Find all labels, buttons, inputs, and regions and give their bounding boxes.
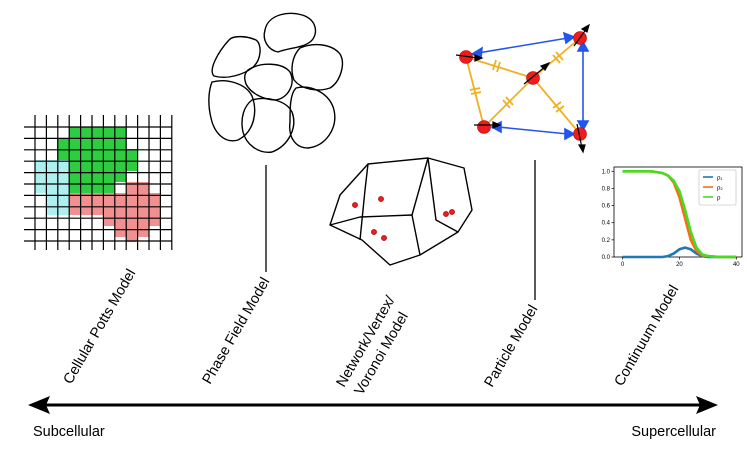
voronoi-network bbox=[329, 157, 473, 266]
y-tick-label: 0.8 bbox=[602, 186, 611, 192]
legend-label-rho1: ρ₁ bbox=[717, 176, 722, 182]
voronoi-edge bbox=[427, 157, 459, 233]
legend-label-rho2: ρ₂ bbox=[717, 186, 723, 192]
series-line-2 bbox=[622, 170, 737, 259]
chart-ticks: 0.0 0.2 0.4 0.6 0.8 1.0 0 20 40 bbox=[602, 169, 741, 268]
x-tick-label: 40 bbox=[733, 262, 740, 268]
cellular-potts-lattice bbox=[24, 115, 173, 250]
voronoi-seed-point bbox=[443, 211, 449, 217]
voronoi-edge bbox=[411, 157, 429, 216]
potts-grid-lines bbox=[24, 115, 173, 250]
chart-legend: ρ₁ ρ₂ ρ bbox=[698, 169, 737, 206]
y-tick-label: 0.6 bbox=[602, 204, 611, 210]
y-tick-label: 0.4 bbox=[602, 221, 611, 227]
chart-axes bbox=[613, 166, 743, 258]
x-tick-label: 0 bbox=[621, 262, 625, 268]
particle-model-label: Particle Model bbox=[482, 302, 542, 390]
voronoi-seed-point bbox=[352, 202, 358, 208]
y-tick-label: 1.0 bbox=[602, 169, 611, 175]
voronoi-edge bbox=[329, 214, 421, 256]
cellular-potts-label: Cellular Potts Model bbox=[61, 267, 140, 387]
chart-lines bbox=[622, 170, 737, 259]
arrow-head-right bbox=[696, 396, 718, 414]
voronoi-seed-point bbox=[449, 209, 455, 215]
particle bbox=[477, 120, 491, 134]
phase-cell bbox=[241, 97, 295, 153]
x-tick-label: 20 bbox=[676, 262, 683, 268]
particles bbox=[459, 31, 587, 141]
phase-field-label: Phase Field Model bbox=[200, 275, 274, 387]
continuum-chart: 0.0 0.2 0.4 0.6 0.8 1.0 0 20 40 ρ₁ ρ₂ ρ bbox=[602, 166, 743, 268]
particle-model bbox=[455, 23, 590, 154]
y-tick-label: 0.2 bbox=[602, 238, 611, 244]
polarity-arrows bbox=[455, 23, 590, 154]
continuum-model-label: Continuum Model bbox=[612, 283, 683, 389]
scale-arrow bbox=[28, 396, 718, 414]
voronoi-seed-point bbox=[381, 235, 387, 241]
legend-label-rho: ρ bbox=[717, 196, 721, 202]
voronoi-seeds bbox=[352, 196, 455, 241]
phase-cell bbox=[291, 43, 344, 91]
subcellular-label: Subcellular bbox=[33, 424, 105, 440]
voronoi-edge bbox=[359, 163, 369, 241]
phase-cell bbox=[263, 12, 317, 53]
phase-cell bbox=[208, 80, 256, 142]
y-tick-label: 0.0 bbox=[602, 255, 611, 261]
voronoi-seed-point bbox=[371, 229, 377, 235]
phase-field-cells bbox=[208, 12, 344, 153]
voronoi-seed-point bbox=[378, 196, 384, 202]
arrow-head-left bbox=[28, 396, 50, 414]
phase-cell bbox=[211, 35, 261, 78]
plot-frame bbox=[613, 166, 743, 258]
phase-cell bbox=[289, 86, 336, 149]
supercellular-label: Supercellular bbox=[631, 424, 716, 440]
series-line-0 bbox=[622, 246, 737, 259]
